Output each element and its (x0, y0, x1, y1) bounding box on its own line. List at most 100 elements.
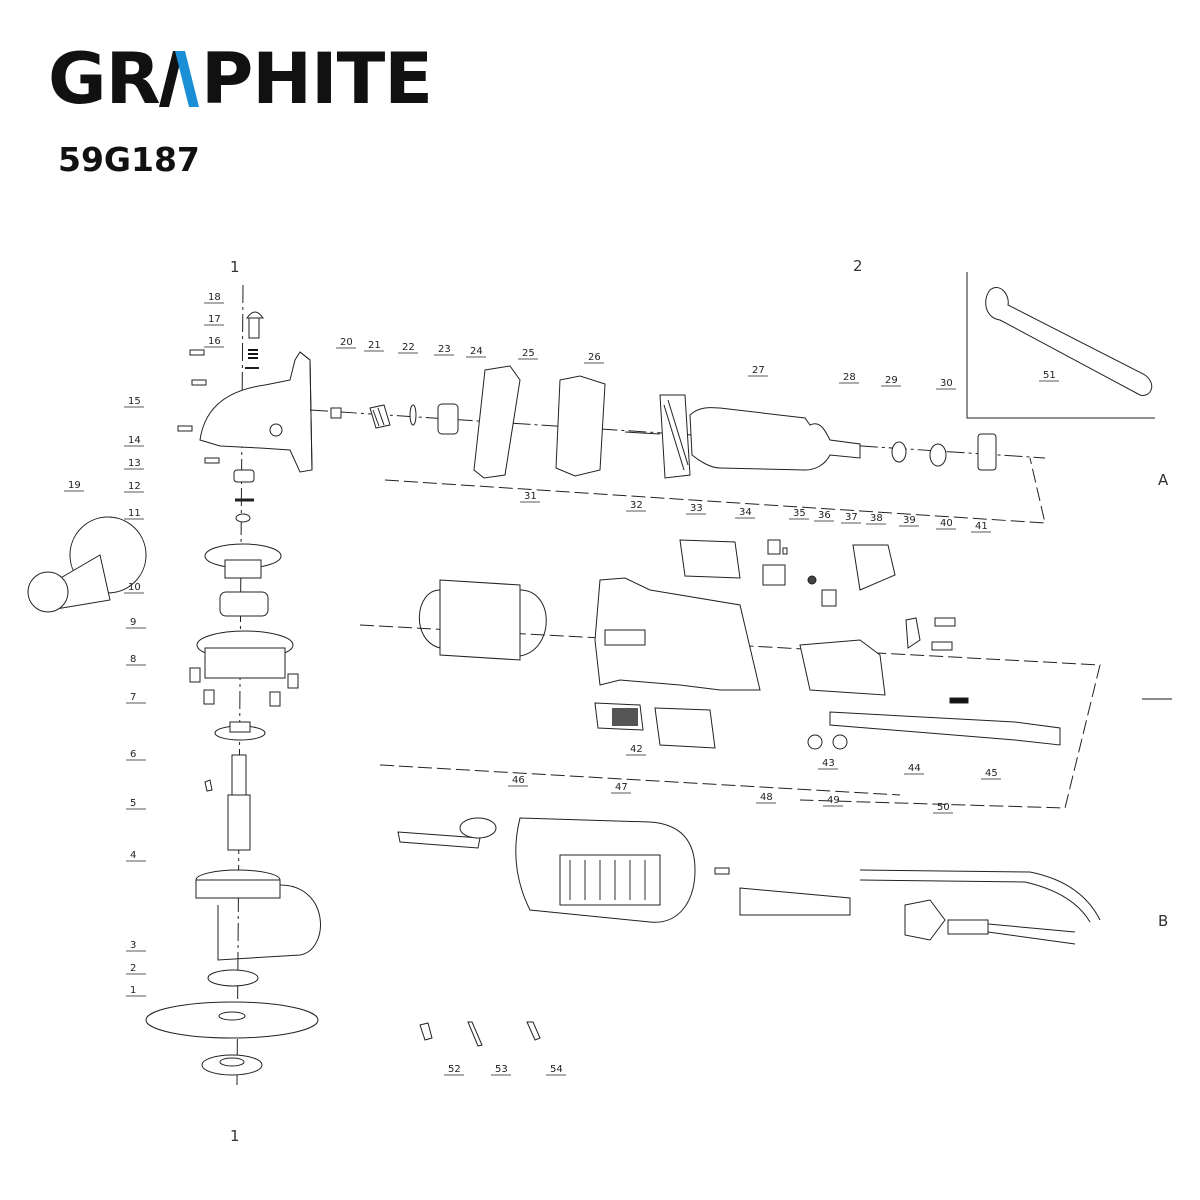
section-label-a: A (1158, 471, 1169, 489)
part-27-armature (624, 394, 861, 479)
callout-50: 50 (937, 802, 950, 813)
section-label-b: B (1158, 912, 1168, 930)
callout-24: 24 (470, 346, 483, 357)
part-10-bearing (219, 591, 269, 617)
callout-7: 7 (130, 692, 136, 703)
part-9-gear-cover-flange (196, 630, 294, 679)
part-54-connector (526, 1021, 541, 1041)
callout-25: 25 (522, 348, 535, 359)
part-20-gear-housing (199, 351, 313, 473)
part-screws-gear-housing (177, 349, 220, 464)
callout-36: 36 (818, 510, 831, 521)
callout-35: 35 (793, 508, 806, 519)
callout-1: 1 (130, 985, 136, 996)
callout-29: 29 (885, 375, 898, 386)
part-14-bearing (233, 469, 255, 483)
part-19-side-handle (27, 516, 147, 613)
callout-10: 10 (128, 582, 141, 593)
part-50-power-cord (859, 869, 1101, 945)
part-37-spring (807, 575, 817, 585)
part-8-screws (189, 667, 299, 707)
callout-52: 52 (448, 1064, 461, 1075)
callout-38: 38 (870, 513, 883, 524)
part-42-rating-plate (594, 702, 644, 731)
brand-logo-slash-icon (159, 51, 200, 107)
part-53-sleeve (467, 1021, 483, 1047)
part-47-rear-housing (515, 817, 696, 923)
callout-48: 48 (760, 792, 773, 803)
brand-logo-right: PHITE (201, 38, 433, 120)
callout-54: 54 (550, 1064, 563, 1075)
callout-42: 42 (630, 744, 643, 755)
callout-40: 40 (940, 518, 953, 529)
callout-37: 37 (845, 512, 858, 523)
model-number: 59G187 (58, 140, 200, 179)
brand-logo-left: GR (48, 38, 161, 120)
callout-47: 47 (615, 782, 628, 793)
part-33-label-top (679, 539, 741, 579)
section-label-bottom-left: 1 (230, 1127, 240, 1145)
axis-line-top (309, 409, 1046, 459)
section-box-a (384, 457, 1046, 524)
part-22-pinion-gear (369, 404, 391, 429)
part-41-screws (931, 617, 956, 651)
part-3-inner-flange (207, 969, 259, 987)
part-18-spindle-lock-button (246, 311, 264, 339)
part-33-label-bottom (654, 707, 716, 749)
part-36-screw (782, 547, 788, 555)
callout-51: 51 (1043, 370, 1056, 381)
part-4-wheel-guard (195, 869, 321, 961)
callout-8: 8 (130, 654, 136, 665)
part-12-washer (235, 513, 251, 523)
part-17-spring (248, 349, 258, 359)
part-45-spring (949, 697, 969, 704)
callout-6: 6 (130, 749, 136, 760)
callout-43: 43 (822, 758, 835, 769)
part-21-nut (330, 407, 342, 419)
part-38-capacitor (821, 589, 837, 607)
part-2-grinding-disc (145, 1001, 319, 1039)
callout-28: 28 (843, 372, 856, 383)
callout-22: 22 (402, 342, 415, 353)
callout-4: 4 (130, 850, 136, 861)
callout-15: 15 (128, 396, 141, 407)
callout-13: 13 (128, 458, 141, 469)
callout-12: 12 (128, 481, 141, 492)
callout-9: 9 (130, 617, 136, 628)
callout-45: 45 (985, 768, 998, 779)
callout-20: 20 (340, 337, 353, 348)
callout-44: 44 (908, 763, 921, 774)
part-48-screw (714, 867, 730, 875)
part-51-spanner-wrench (966, 272, 1155, 419)
part-43-clamps (807, 734, 848, 750)
part-40-clip (905, 617, 921, 649)
callout-2: 2 (130, 963, 136, 974)
callout-14: 14 (128, 435, 141, 446)
part-44-switch-lever (829, 711, 1061, 746)
callout-53: 53 (495, 1064, 508, 1075)
part-39-switch (852, 544, 896, 591)
section-box-b (379, 764, 901, 796)
callout-34: 34 (739, 507, 752, 518)
section-label-top-left: 1 (230, 258, 240, 276)
part-49-cable-sleeve (739, 887, 851, 916)
part-switch-body (799, 639, 886, 696)
callout-30: 30 (940, 378, 953, 389)
callout-32: 32 (630, 500, 643, 511)
part-46-electronic-module (397, 817, 497, 849)
callout-18: 18 (208, 292, 221, 303)
part-23-washer (409, 404, 417, 426)
callout-33: 33 (690, 503, 703, 514)
part-34-brush-holder (767, 539, 781, 555)
section-label-top-right: 2 (853, 257, 863, 275)
callout-21: 21 (368, 340, 381, 351)
callout-46: 46 (512, 775, 525, 786)
part-26-fan-baffle (555, 375, 606, 477)
part-35-carbon-brush-holder (762, 564, 786, 586)
callout-5: 5 (130, 798, 136, 809)
part-25-bearing-cover (473, 365, 521, 479)
callout-31: 31 (524, 491, 537, 502)
callout-23: 23 (438, 344, 451, 355)
